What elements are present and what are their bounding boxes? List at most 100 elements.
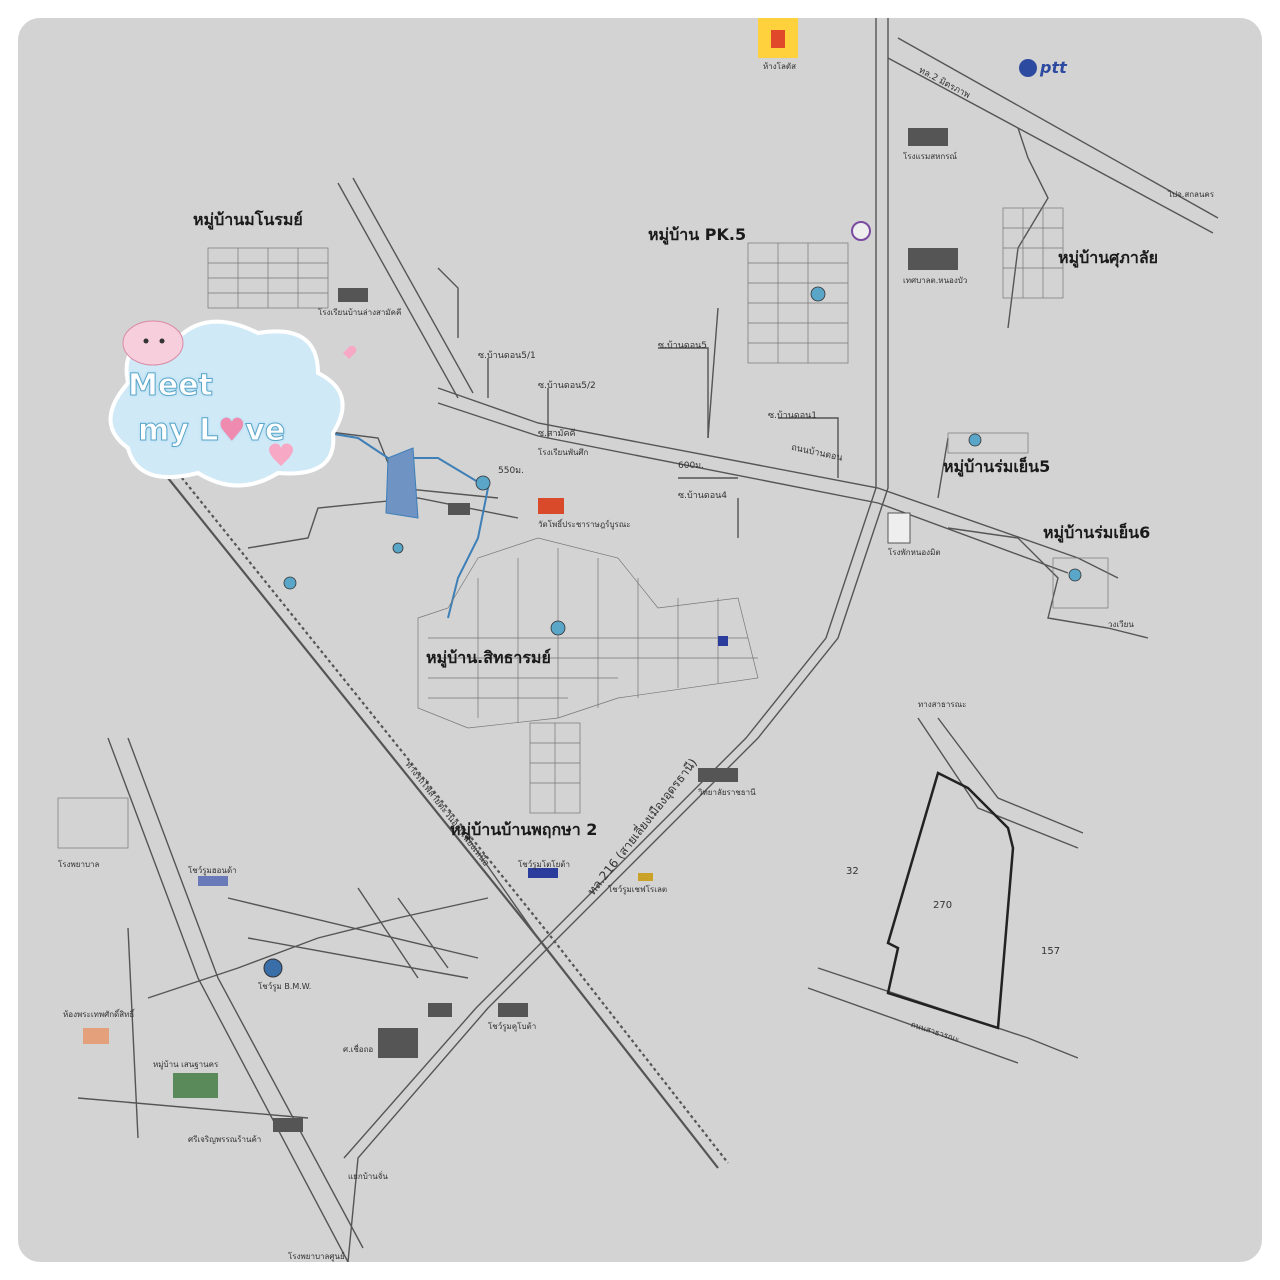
road-college (467, 837, 539, 939)
pin-romyen6-icon (1068, 568, 1082, 582)
pin-markers (283, 286, 1082, 636)
label-market: ห้างโลตัส (763, 62, 796, 71)
marker-square-icon (718, 636, 728, 646)
apartment-icon (273, 1118, 303, 1132)
label-soi4: ซ.บ้านดอน4 (678, 491, 728, 501)
label-left-village: หมู่บ้าน เสนฐานคร (153, 1060, 219, 1069)
label-school-mid: โรงเรียนพันศึก (538, 448, 589, 457)
grid-manorom-lines (208, 248, 328, 308)
pin-pk5-icon (810, 286, 826, 302)
college-icon (698, 768, 738, 782)
land-plot (886, 771, 1015, 1030)
road-supalai (1007, 127, 1049, 329)
bmw-logo (263, 958, 283, 978)
label-dist1: 550ม. (498, 466, 524, 476)
left-village-icon (173, 1073, 218, 1098)
label-soi3: ซ.บ้านดอน5 (658, 341, 708, 351)
road-romyen5 (937, 437, 949, 499)
pin-sittharom-icon (550, 620, 566, 636)
pin-station-icon (392, 542, 404, 554)
label-plot-top: ทางสาธารณะ (918, 700, 967, 709)
road-lower-middle (147, 897, 489, 999)
label-right-road: ไปจ.สกลนคร (1168, 190, 1215, 199)
pin-left-icon (283, 576, 297, 590)
label-bmw: โชว์รูม B.M.W. (258, 982, 312, 991)
market-logo-mark (771, 30, 785, 48)
label-school-bankok: โรงเรียนบ้านล่างสามัคคี (318, 308, 402, 317)
ptt-logo (1019, 59, 1037, 77)
showroom-grid (227, 887, 479, 979)
highway-216-edge (343, 18, 877, 1159)
heart-icon (343, 345, 357, 359)
soi-d (707, 307, 719, 439)
label-dist2: 600ม. (678, 461, 704, 471)
character-face-icon (122, 320, 184, 366)
plot-road-top-edge (937, 717, 1084, 834)
sticker-ve: ve (245, 413, 286, 449)
road-lower-left-edge (127, 737, 364, 1249)
label-romyen6: หมู่บ้านร่มเย็น6 (1043, 523, 1151, 542)
label-soi5: ซ.บ้านดอน1 (768, 411, 818, 421)
soi-c (658, 347, 709, 438)
label-bottom-road: แยกบ้านจั่น (348, 1172, 388, 1181)
showroom-icon (498, 1003, 528, 1017)
circle-logo (851, 221, 871, 241)
pin-romyen5-icon (968, 433, 982, 447)
pond (385, 447, 419, 519)
main-road-edge (437, 402, 1069, 574)
police-icon (378, 1028, 418, 1058)
building-icons (273, 128, 958, 1132)
character-eye-icon-2 (159, 338, 165, 344)
grid-romyen5 (947, 432, 1029, 454)
sticker-my-l: my L (137, 413, 219, 449)
hotel-icon (908, 128, 948, 146)
grid-supalai (1002, 207, 1064, 299)
grid-romyen6 (1052, 557, 1109, 609)
label-soi6: ซ.สามัคคี (538, 429, 576, 439)
label-manorom: หมู่บ้านมโนรมย์ (193, 210, 303, 229)
plot-road-top (917, 717, 1079, 849)
grid-sittharom (417, 537, 759, 729)
label-temple: วัดโพธิ์ประชาราษฎร์บูรณะ (538, 520, 631, 529)
map-frame: หมู่บ้านมโนรมย์ หมู่บ้าน PK.5 หมู่บ้านศุ… (18, 18, 1262, 1262)
label-hospital: โรงพยาบาล (58, 860, 100, 869)
sticker-cloud (108, 319, 357, 488)
label-romyen5: หมู่บ้านร่มเย็น5 (943, 457, 1051, 476)
canal (297, 427, 490, 619)
municipality-icon (908, 248, 958, 270)
sticker-my-love: my L♥ve (137, 413, 286, 449)
label-chevrolet: โชว์รูมเชฟโรเลต (608, 885, 668, 894)
label-soi1: ซ.บ้านดอน5/1 (478, 351, 536, 361)
sticker-heart-o-icon: ♥ (218, 413, 246, 449)
pin-canal-icon (475, 475, 491, 491)
grid-pk5-lines (748, 243, 848, 363)
sticker-meet: Meet (128, 368, 214, 404)
label-station: โรงพักหนองมิต (888, 548, 941, 557)
label-college: วิทยาลัยราชธานี (698, 788, 756, 797)
label-hotel: โรงแรมสหกรณ์ (903, 152, 957, 161)
plot-road-bottom-edge (807, 987, 1019, 1064)
station-icon (448, 503, 470, 515)
toyota-logo (528, 868, 558, 878)
grid-hospital (57, 797, 129, 849)
road-bottom-left (77, 1097, 309, 1119)
main-road (437, 387, 1119, 579)
road-manorom (337, 182, 459, 399)
label-soi2: ซ.บ้านดอน5/2 (538, 381, 596, 391)
meet-my-love-sticker: Meet my L♥ve (98, 313, 358, 503)
soi-e (778, 417, 839, 478)
label-plot-area: 270 (933, 900, 953, 911)
kindergarten-icon (83, 1028, 109, 1044)
label-pruksa2: หมู่บ้านบ้านพฤกษา 2 (450, 820, 598, 839)
soi-h (437, 267, 459, 338)
road-left-vertical (127, 927, 139, 1139)
road-manorom-edge (352, 177, 474, 394)
label-police: ศ.เชื่อถอ (343, 1045, 374, 1054)
character-eye-icon (143, 338, 149, 344)
church-icon (887, 512, 911, 544)
railway-edge (177, 472, 729, 1164)
grid-supalai-lines (1003, 208, 1063, 298)
map-canvas (57, 18, 1219, 1262)
road-lower-left (107, 737, 349, 1262)
label-sittharom: หมู่บ้าน.สิทธารมย์ (426, 648, 551, 667)
